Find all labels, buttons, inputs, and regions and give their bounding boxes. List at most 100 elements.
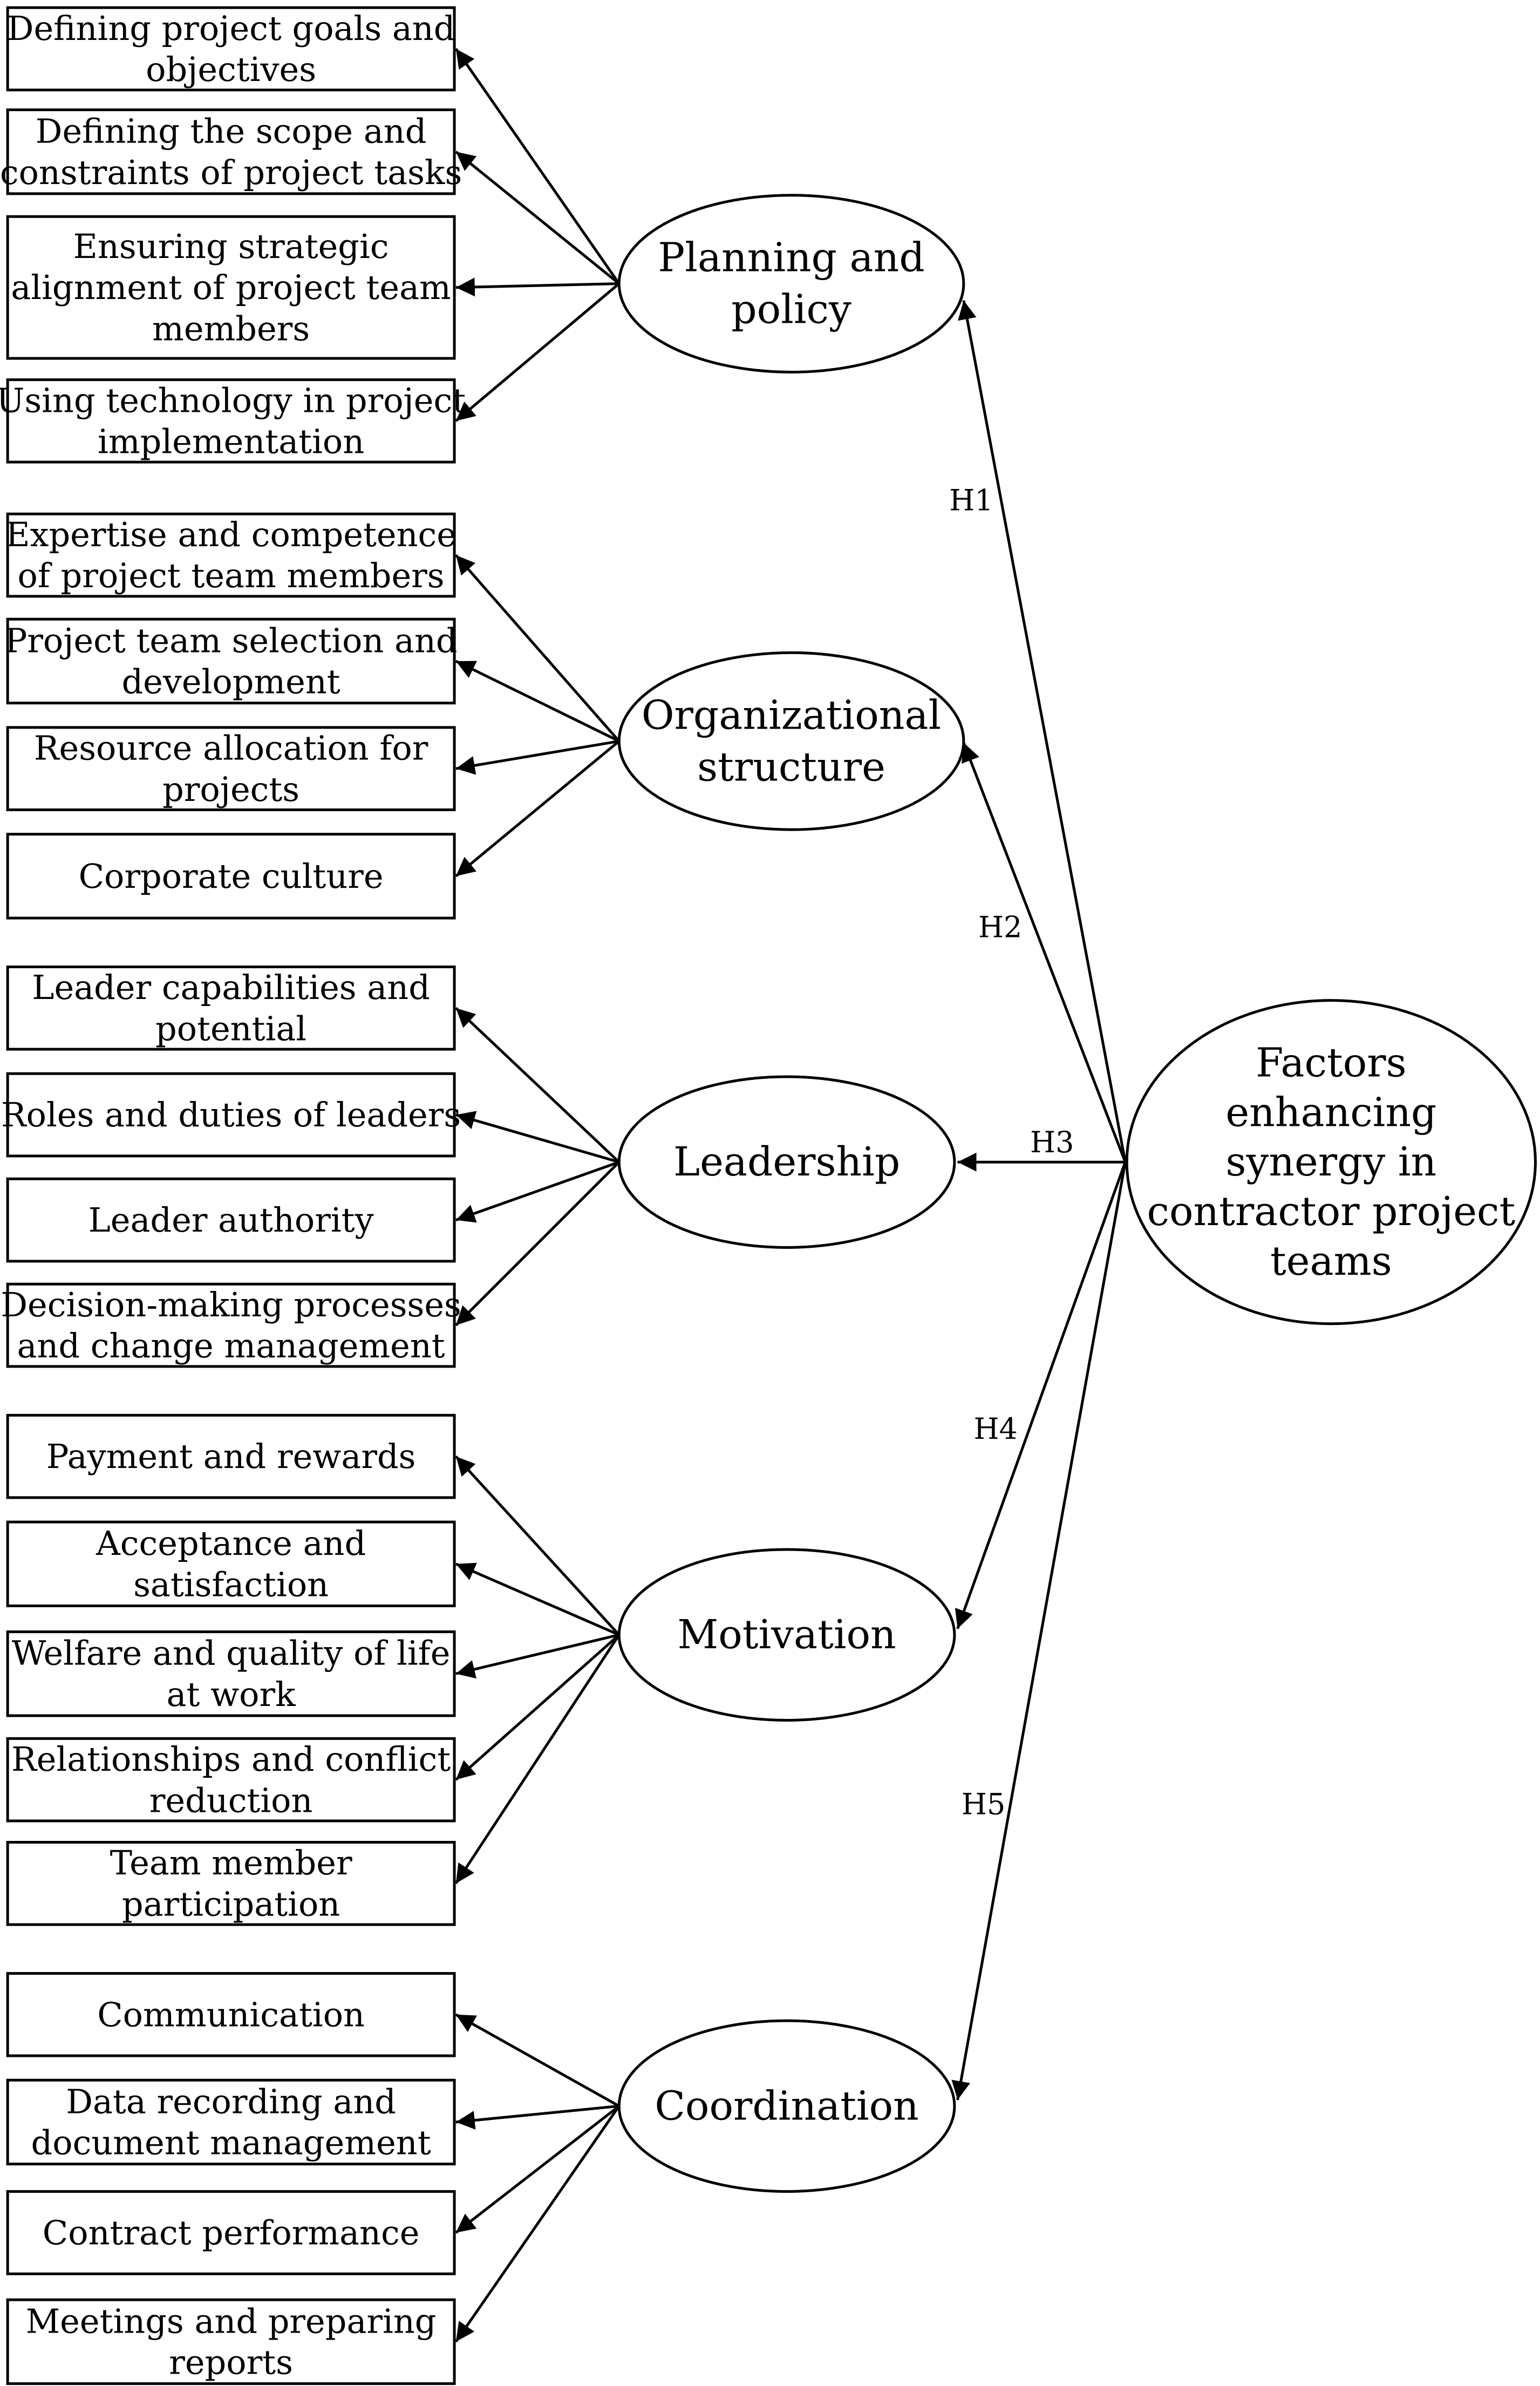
indicator-box: Roles and duties of leaders bbox=[1, 1072, 461, 1158]
indicator-label: of project team members bbox=[18, 556, 445, 595]
indicator-label: Contract performance bbox=[43, 2213, 420, 2252]
indicator-arrow bbox=[455, 1633, 619, 1679]
construct-label: Leadership bbox=[673, 1139, 900, 1185]
construct-ellipse bbox=[617, 194, 965, 373]
construct-label: Coordination bbox=[655, 2083, 919, 2129]
indicator-label: Ensuring strategic bbox=[73, 227, 389, 266]
main-construct-label: synergy in bbox=[1226, 1139, 1437, 1185]
indicator-rect bbox=[6, 378, 456, 464]
indicator-label: constraints of project tasks bbox=[0, 153, 462, 192]
indicator-arrow bbox=[455, 282, 620, 422]
indicator-label: Roles and duties of leaders bbox=[1, 1095, 461, 1134]
indicator-label: at work bbox=[166, 1675, 296, 1714]
indicator-arrow bbox=[454, 2105, 621, 2343]
hypothesis-label: H3 bbox=[1030, 1125, 1074, 1159]
indicator-label: Expertise and competence bbox=[5, 515, 456, 554]
indicator-label: Resource allocation for bbox=[34, 729, 428, 768]
hypothesis-arrow-h5 bbox=[951, 1161, 1127, 2101]
indicator-box: Contract performance bbox=[6, 2190, 456, 2275]
indicator-arrow bbox=[455, 660, 620, 743]
indicator-rect bbox=[6, 617, 456, 705]
construct-ellipse bbox=[617, 1075, 956, 1249]
indicator-arrow bbox=[455, 1455, 621, 1636]
indicator-label: implementation bbox=[98, 422, 364, 461]
indicator-arrow bbox=[455, 1007, 620, 1164]
indicator-label: potential bbox=[155, 1009, 306, 1048]
indicator-label: reduction bbox=[149, 1780, 313, 1820]
hypothesis-label: H5 bbox=[962, 1787, 1005, 1821]
indicator-rect bbox=[6, 1737, 456, 1823]
indicator-label: Team member bbox=[110, 1843, 352, 1882]
indicator-label: objectives bbox=[146, 50, 316, 89]
construct-label: structure bbox=[697, 744, 885, 790]
indicator-rect bbox=[6, 1630, 456, 1717]
main-construct-label: contractor project bbox=[1147, 1188, 1516, 1235]
indicator-box: Payment and rewards bbox=[6, 1413, 456, 1499]
construct-motivation: Motivation Payment and rewardsAcceptance … bbox=[6, 1413, 956, 1926]
indicator-label: Payment and rewards bbox=[46, 1437, 416, 1476]
indicator-label: Communication bbox=[97, 1995, 365, 2034]
indicator-label: Acceptance and bbox=[96, 1524, 366, 1563]
indicator-arrow bbox=[454, 47, 621, 285]
indicator-label: Data recording and bbox=[66, 2082, 396, 2121]
construct-label: Planning and bbox=[658, 235, 924, 281]
indicator-rect bbox=[6, 726, 456, 811]
indicator-label: Project team selection and bbox=[5, 621, 458, 660]
indicator-rect bbox=[6, 1520, 456, 1608]
indicator-rect bbox=[6, 833, 456, 920]
indicator-label: Defining the scope and bbox=[36, 112, 427, 151]
indicator-rect bbox=[6, 1282, 456, 1368]
indicator-rect bbox=[6, 2190, 456, 2275]
construct-label: Organizational bbox=[642, 692, 941, 738]
indicator-label: Corporate culture bbox=[79, 856, 384, 896]
construct-leadership: Leadership Leader capabilities andpotenti… bbox=[1, 966, 956, 1368]
indicator-arrow bbox=[455, 1634, 620, 1781]
indicator-label: Leader capabilities and bbox=[32, 968, 430, 1007]
indicator-label: Decision-making processes bbox=[1, 1285, 461, 1324]
indicator-rect bbox=[6, 1072, 456, 1158]
indicator-label: Welfare and quality of life bbox=[12, 1634, 451, 1673]
construct-ellipse bbox=[617, 1548, 956, 1722]
indicator-label: Defining project goals and bbox=[7, 9, 455, 48]
indicator-arrow bbox=[454, 1634, 621, 1885]
indicator-arrow bbox=[455, 554, 621, 742]
construct-ellipse bbox=[617, 2019, 956, 2193]
indicator-rect bbox=[6, 512, 456, 598]
hypothesis-arrow-h1 bbox=[958, 300, 1127, 1163]
indicator-label: participation bbox=[122, 1884, 340, 1923]
indicator-label: reports bbox=[169, 2343, 293, 2382]
construct-organizational: Organizational structure Expertise and com… bbox=[5, 512, 965, 920]
indicator-arrow bbox=[455, 1161, 621, 1327]
indicator-arrow bbox=[455, 1562, 620, 1636]
indicator-rect bbox=[6, 2078, 456, 2166]
indicator-label: members bbox=[152, 309, 310, 348]
indicator-arrow bbox=[455, 1160, 620, 1223]
construct-label: Motivation bbox=[677, 1612, 896, 1658]
indicator-rect bbox=[6, 215, 456, 360]
indicator-label: projects bbox=[162, 770, 299, 809]
indicator-rect bbox=[6, 1840, 456, 1926]
indicator-arrow bbox=[455, 151, 620, 285]
main-construct-label: teams bbox=[1270, 1238, 1392, 1284]
construct-ellipse bbox=[617, 651, 965, 831]
indicator-arrow bbox=[455, 277, 619, 297]
indicator-label: and change management bbox=[17, 1326, 445, 1365]
indicator-arrow bbox=[455, 740, 620, 878]
